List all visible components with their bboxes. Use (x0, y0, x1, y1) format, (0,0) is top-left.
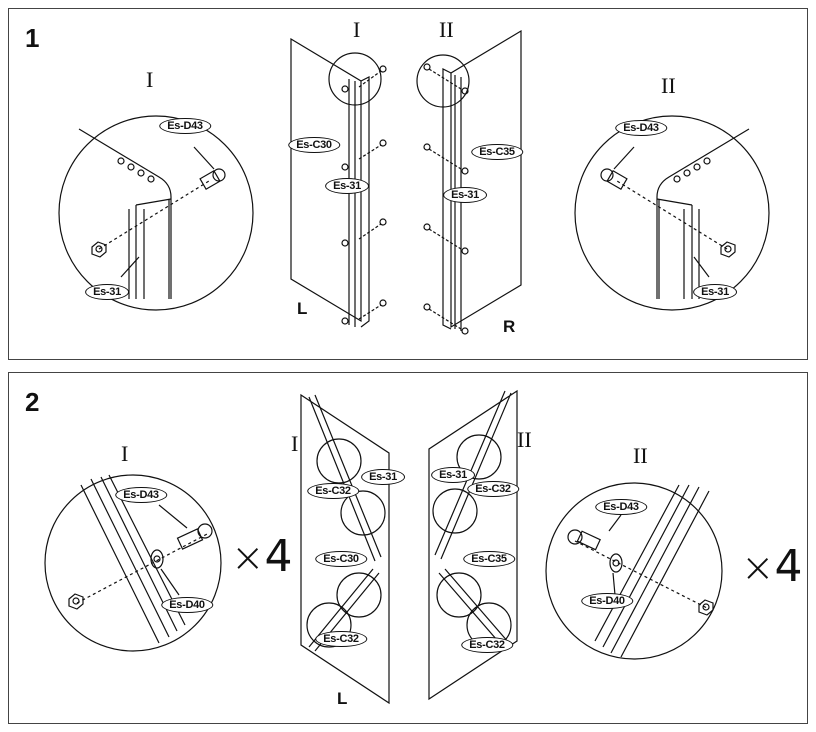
step-2-panel: 2 I II I II Es-D43 Es-D40 Es-D43 Es-D40 … (8, 372, 808, 724)
detail-left-roman: I (121, 441, 129, 466)
bolt-icon (199, 168, 226, 191)
bolt-icon (567, 529, 601, 551)
center-roman-right: II (517, 427, 532, 452)
bolt-icon (600, 168, 628, 191)
nut-icon (91, 241, 107, 258)
part-label-es-d43: Es-D43 (159, 118, 211, 134)
detail-circle-left (58, 115, 254, 311)
bolt-icon (176, 523, 213, 550)
side-label-right: R (503, 317, 516, 336)
part-label-es-d43: Es-D43 (615, 120, 667, 136)
part-label-es-c30: Es-C30 (288, 137, 340, 153)
side-label-left: L (337, 689, 348, 708)
part-label-es-d43: Es-D43 (595, 499, 647, 515)
detail-circle-right (545, 482, 723, 660)
quantity-multiplier-right: ×4 (741, 541, 803, 592)
multiply-icon: × (741, 545, 775, 591)
step-1-panel: 1 I II I II Es-D43 Es-31 Es-D43 Es-31 Es… (8, 8, 808, 360)
panel-left-drawing (300, 393, 390, 705)
panel-right-drawing (416, 29, 522, 335)
step-2-illustration (44, 389, 723, 705)
part-label-es-c35: Es-C35 (471, 144, 523, 160)
detail-circle-right (574, 115, 770, 311)
part-label-es-31: Es-31 (85, 284, 129, 300)
part-label-es-c32: Es-C32 (315, 631, 367, 647)
center-roman-left: I (291, 431, 299, 456)
detail-right-roman: II (661, 73, 676, 98)
detail-circle-left (44, 474, 222, 652)
part-label-es-31: Es-31 (431, 467, 475, 483)
quantity-multiplier-left: ×4 (231, 531, 293, 582)
detail-right-roman: II (633, 443, 648, 468)
part-label-es-31: Es-31 (325, 178, 369, 194)
washer-icon (150, 549, 164, 569)
part-label-es-31: Es-31 (361, 469, 405, 485)
step-number: 2 (25, 387, 40, 417)
panel-left-drawing (290, 37, 387, 328)
part-label-es-31: Es-31 (693, 284, 737, 300)
detail-left-roman: I (146, 67, 154, 92)
part-label-es-d40: Es-D40 (581, 593, 633, 609)
step-number: 1 (25, 23, 40, 53)
center-roman-right: II (439, 17, 454, 42)
part-label-es-c32: Es-C32 (461, 637, 513, 653)
part-label-es-d43: Es-D43 (115, 487, 167, 503)
part-label-es-31: Es-31 (443, 187, 487, 203)
part-label-es-c32: Es-C32 (307, 483, 359, 499)
washer-icon (609, 553, 623, 573)
center-roman-left: I (353, 17, 361, 42)
nut-icon (720, 241, 736, 258)
nut-icon (68, 593, 84, 610)
part-label-es-c30: Es-C30 (315, 551, 367, 567)
part-label-es-c35: Es-C35 (463, 551, 515, 567)
panel-right-drawing (428, 389, 518, 701)
side-label-left: L (297, 299, 308, 318)
part-label-es-d40: Es-D40 (161, 597, 213, 613)
nut-icon (698, 599, 714, 616)
multiply-icon: × (231, 535, 265, 581)
step-1-illustration (58, 29, 770, 335)
part-label-es-c32: Es-C32 (467, 481, 519, 497)
